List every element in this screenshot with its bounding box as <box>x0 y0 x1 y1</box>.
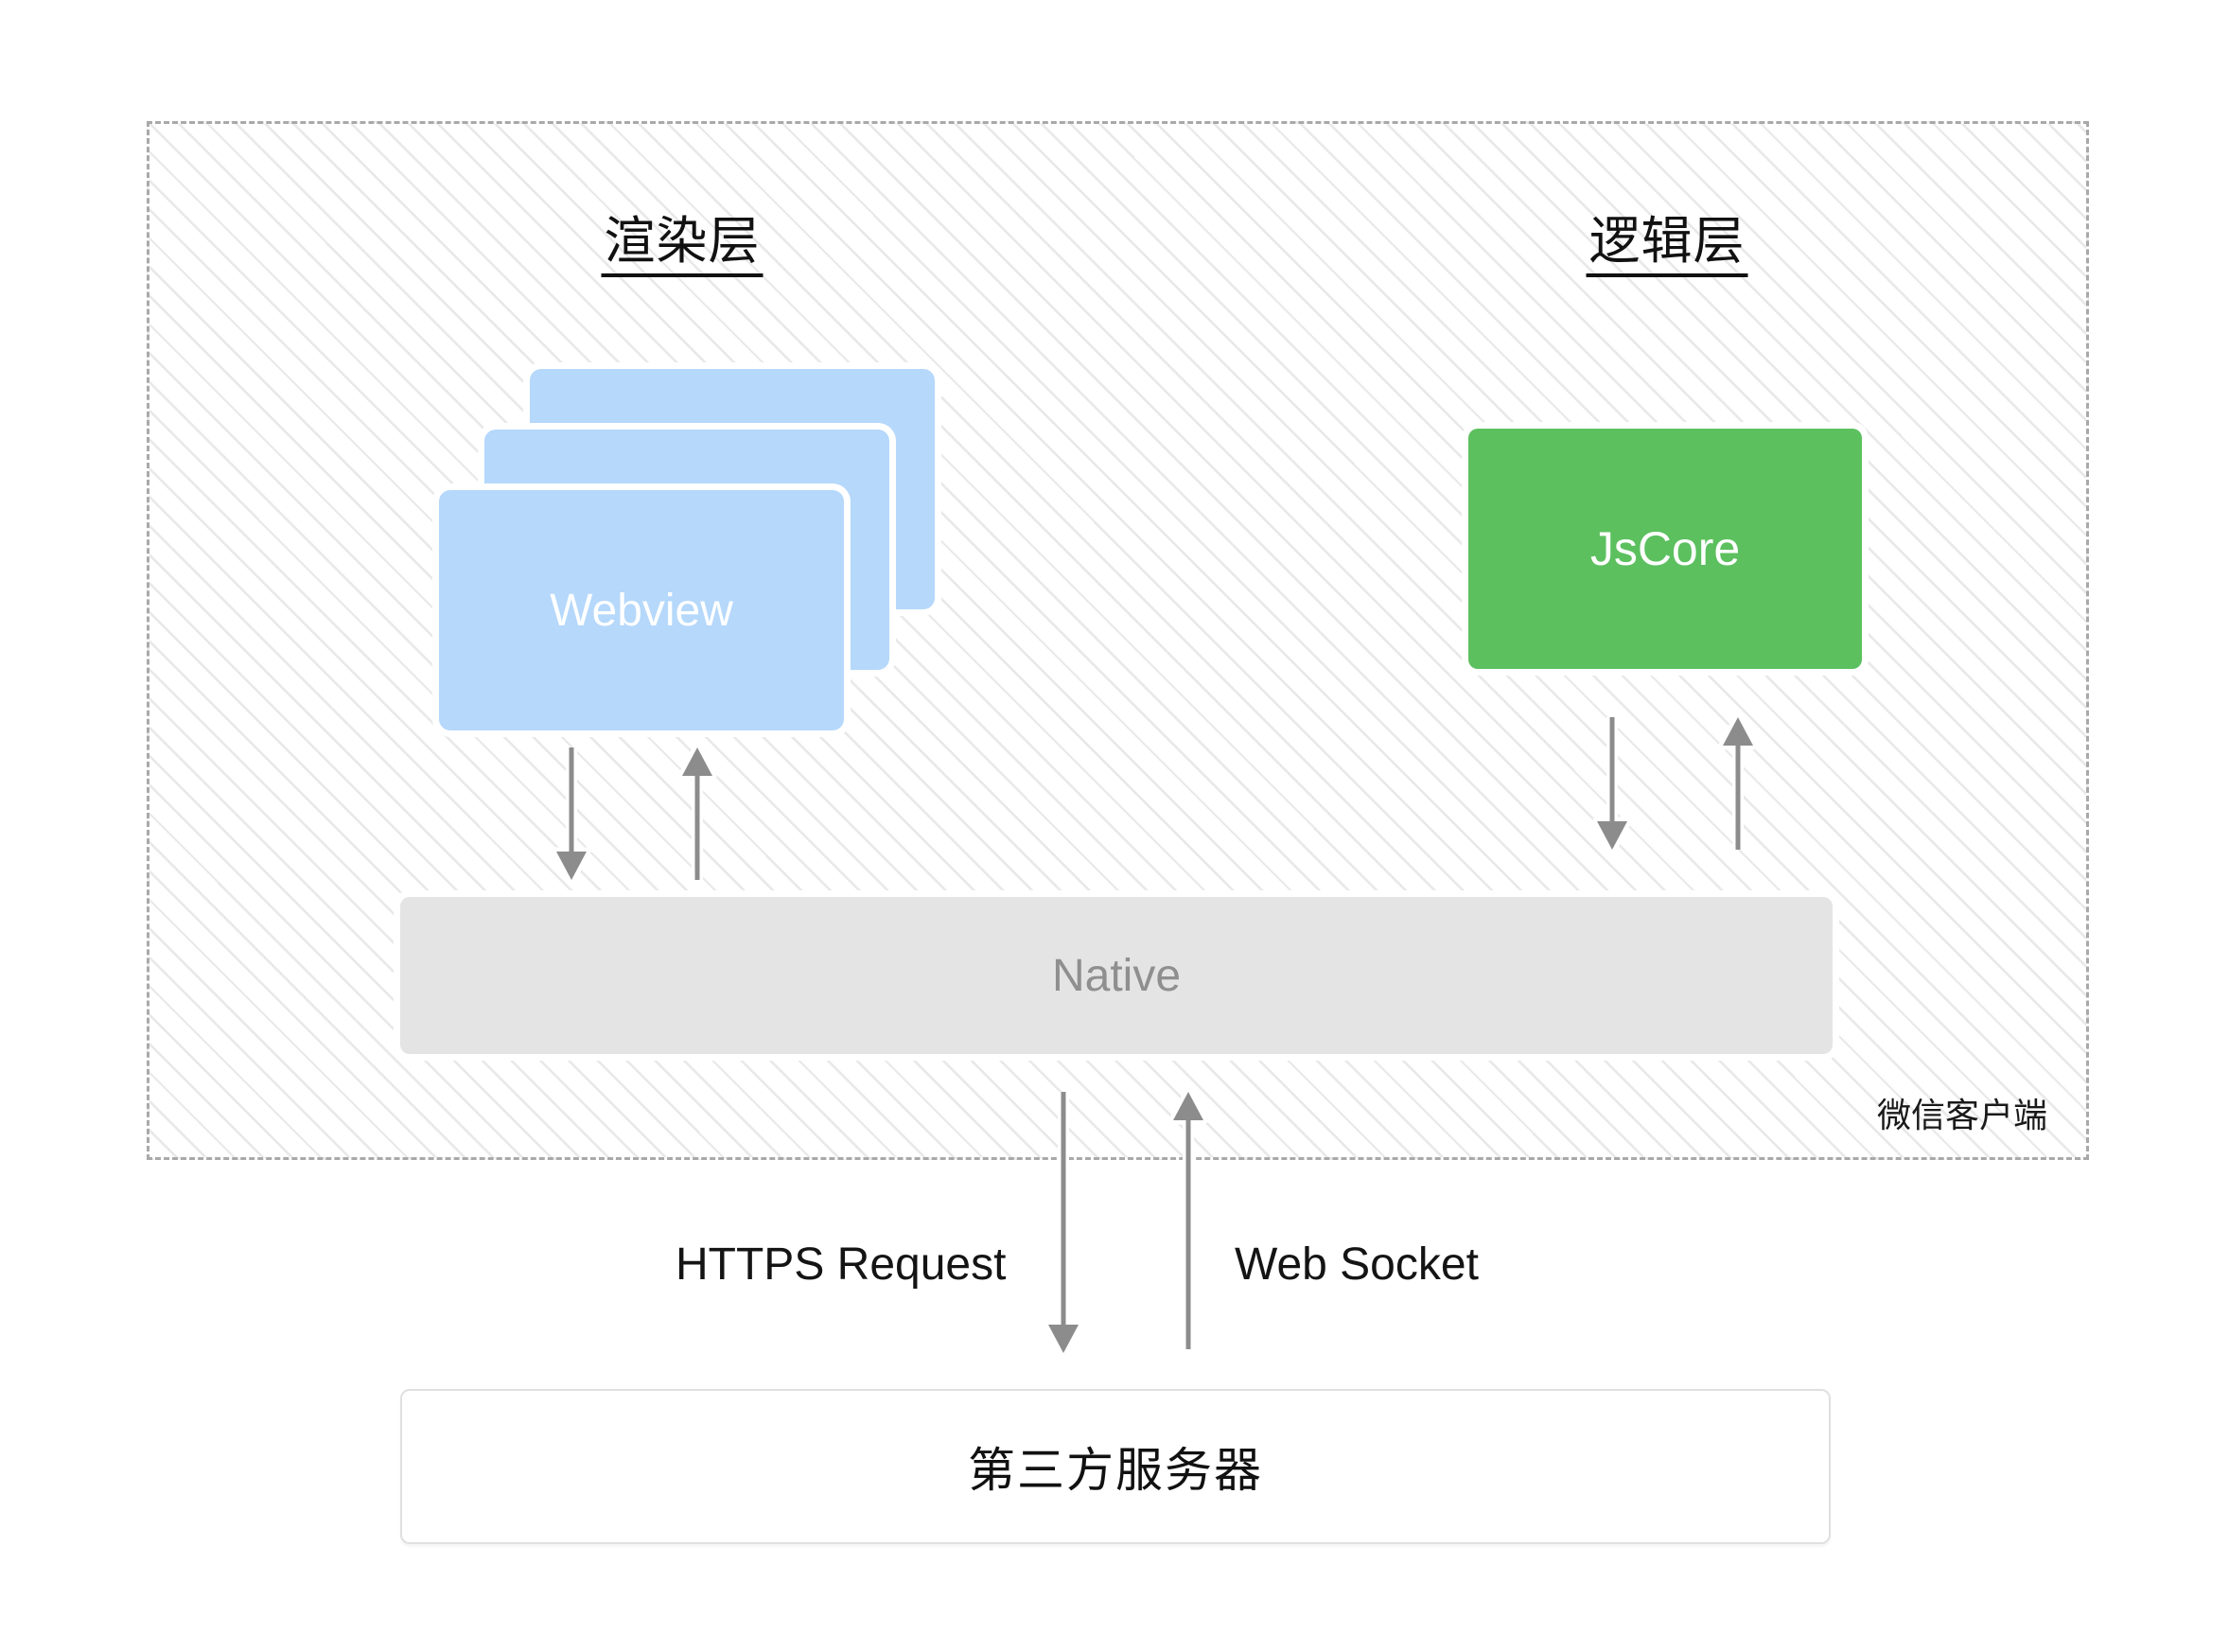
third-party-server-label: 第三方服务器 <box>968 1444 1263 1497</box>
arrow-web-socket <box>1168 1087 1208 1349</box>
arrow-native-to-webview <box>677 743 717 880</box>
third-party-server-box: 第三方服务器 <box>400 1389 1831 1544</box>
native-bar: Native <box>400 897 1833 1054</box>
jscore-box: JsCore <box>1468 429 1862 669</box>
jscore-label: JsCore <box>1589 522 1741 575</box>
arrow-jscore-to-native <box>1592 717 1632 854</box>
render-layer-title: 渲染层 <box>601 216 763 277</box>
native-label: Native <box>1051 950 1182 1001</box>
webview-label: Webview <box>550 585 733 636</box>
web-socket-label: Web Socket <box>1235 1239 1479 1290</box>
arrow-https-request <box>1044 1092 1083 1358</box>
arrow-webview-to-native <box>552 747 591 885</box>
wechat-client-label: 微信客户端 <box>1876 1096 2047 1134</box>
webview-card-front: Webview <box>439 490 844 730</box>
arrow-native-to-jscore <box>1718 712 1758 850</box>
https-request-label: HTTPS Request <box>676 1239 1007 1290</box>
logic-layer-title: 逻辑层 <box>1586 216 1748 277</box>
